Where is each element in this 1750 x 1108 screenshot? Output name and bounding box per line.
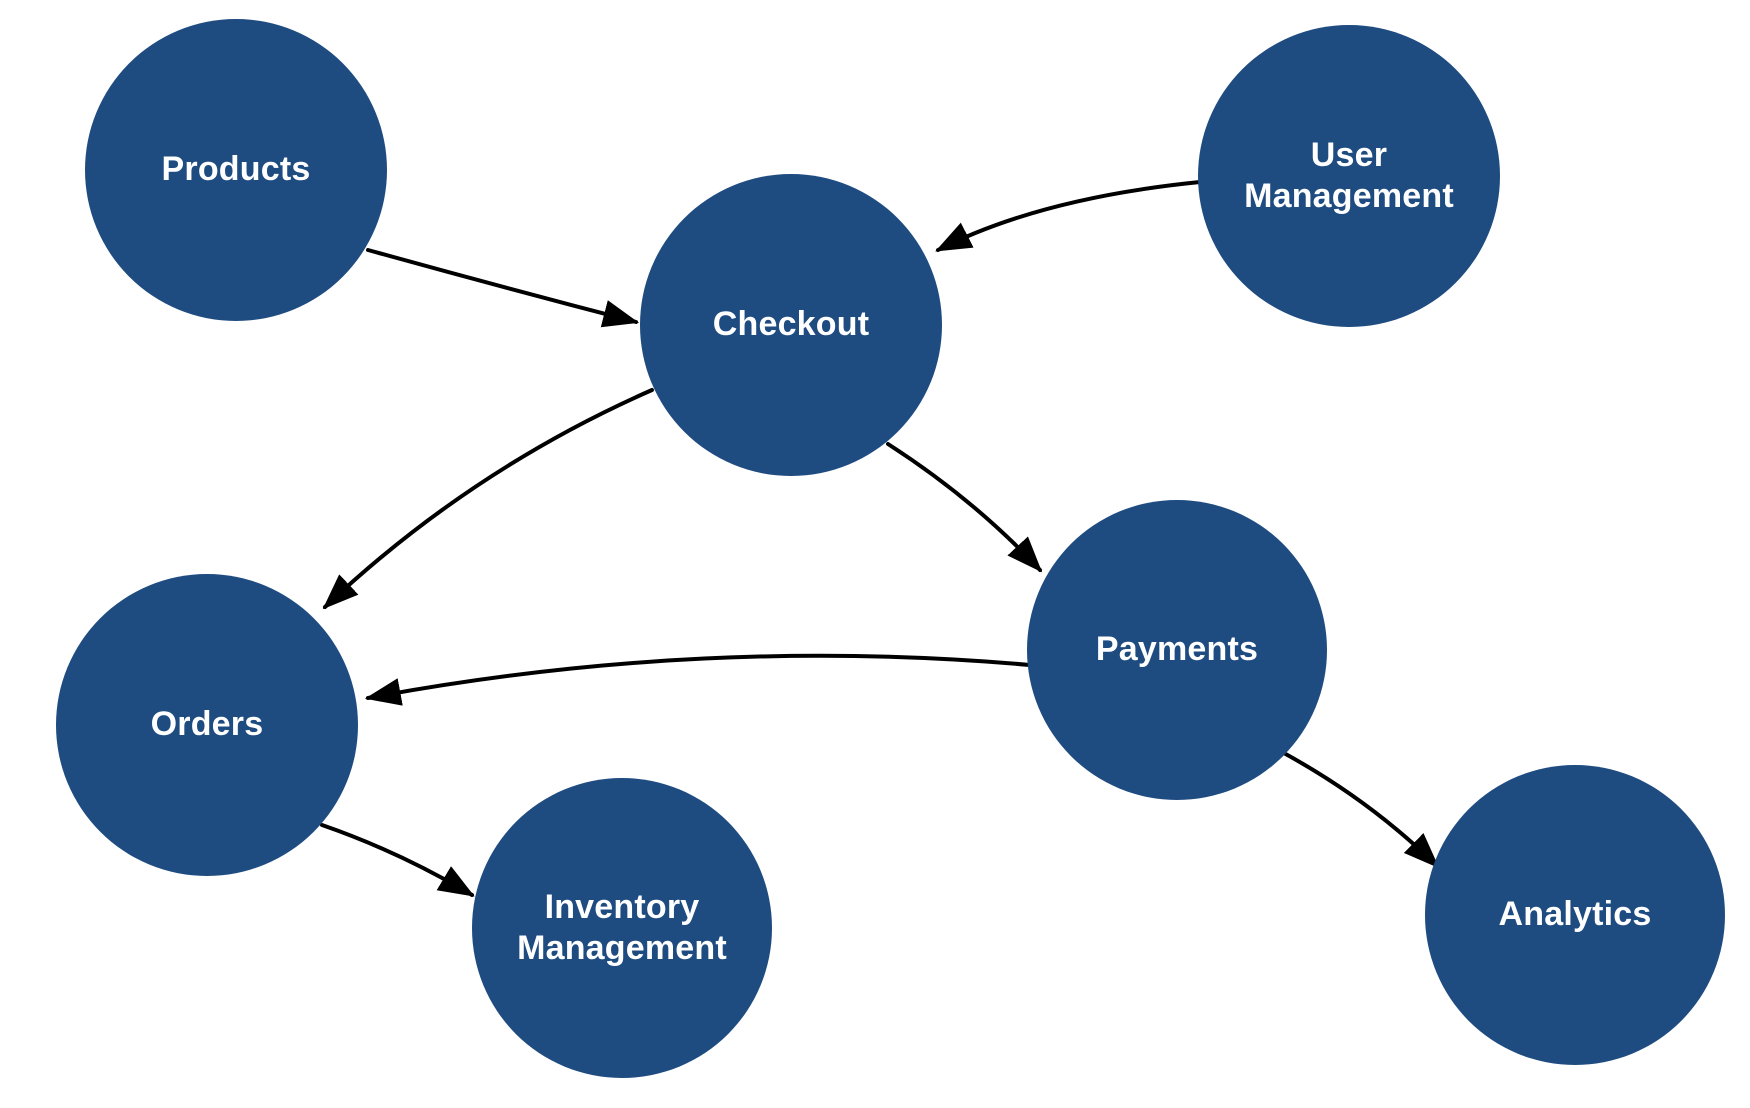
node-label-orders: Orders [150,705,264,744]
node-label-analytics: Analytics [1498,895,1652,934]
node-user-management[interactable]: User Management [1198,25,1500,327]
node-analytics[interactable]: Analytics [1425,765,1725,1065]
node-label-checkout: Checkout [712,305,870,344]
node-payments[interactable]: Payments [1027,500,1327,800]
edge-user-management-to-checkout [935,180,1202,252]
node-label-user-management: User Management [1244,135,1454,215]
node-checkout[interactable]: Checkout [640,174,942,476]
edge-payments-to-analytics [1280,750,1440,869]
node-label-products: Products [161,150,311,189]
edge-checkout-to-payments [886,442,1043,573]
edge-checkout-to-orders [322,388,654,610]
node-label-payments: Payments [1095,630,1259,669]
node-products[interactable]: Products [85,19,387,321]
node-orders[interactable]: Orders [56,574,358,876]
node-label-inventory-management: Inventory Management [517,887,727,967]
edge-products-to-checkout [366,248,640,328]
edge-orders-to-inventory-management [320,823,475,897]
node-inventory-management[interactable]: Inventory Management [472,778,772,1078]
edge-payments-to-orders [364,653,1032,706]
